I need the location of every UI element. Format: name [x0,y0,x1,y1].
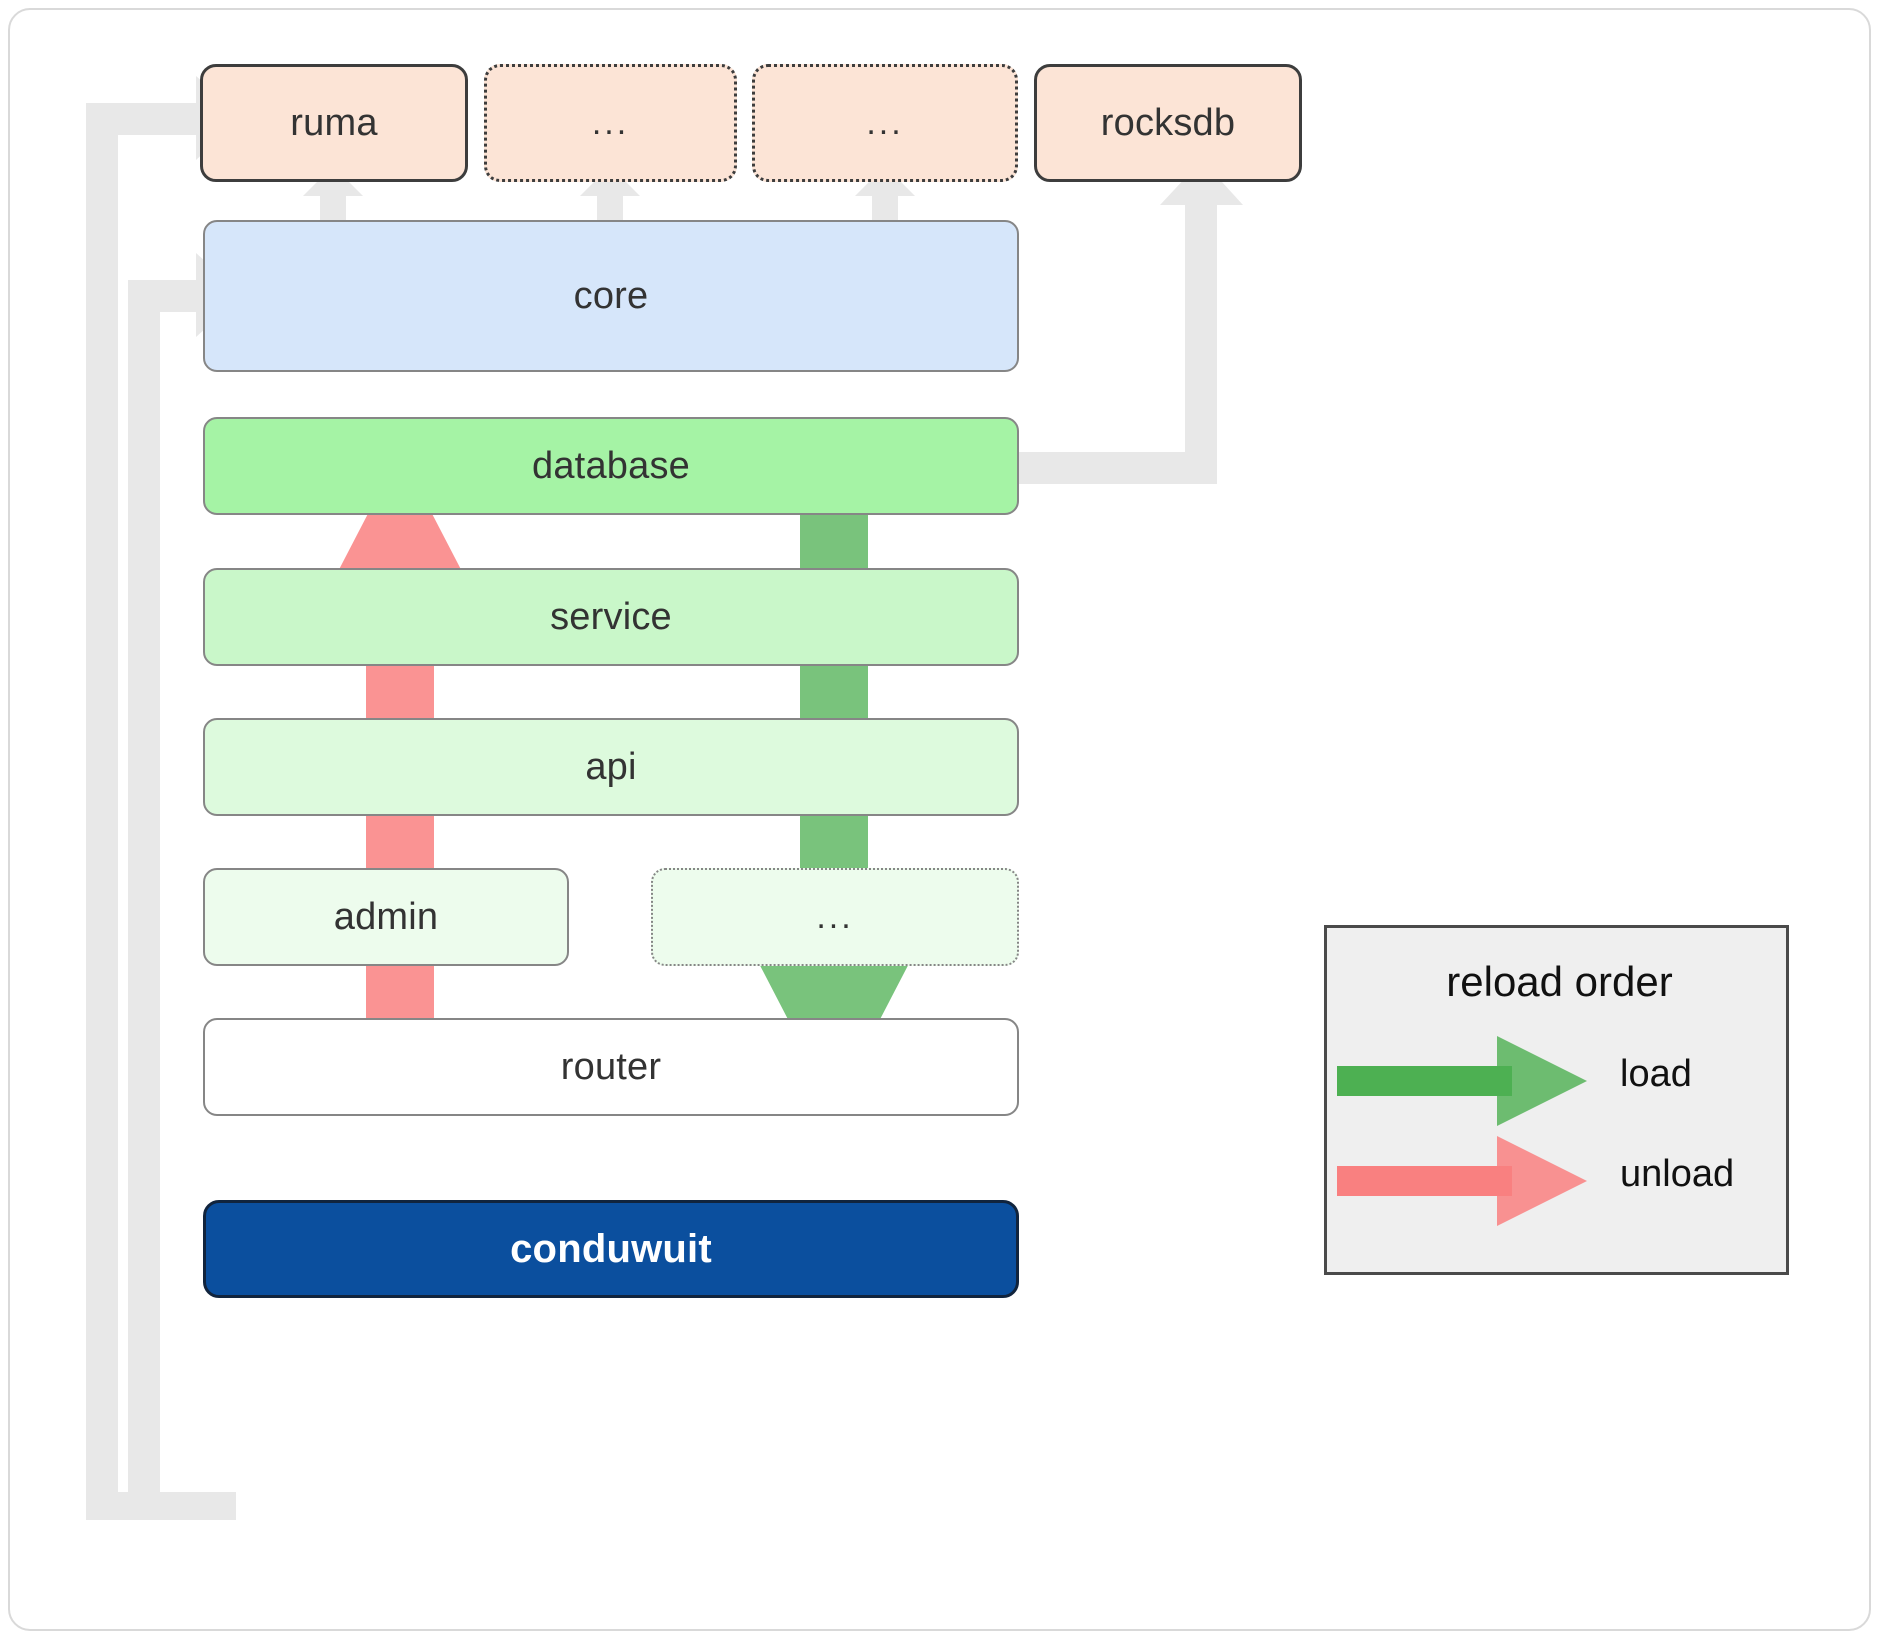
layer-box-placeholder[interactable]: ... [651,868,1019,966]
layer-label: database [532,444,690,487]
crate-label: ... [591,103,630,142]
legend-load-arrow-icon [1337,1036,1587,1126]
layer-label: service [550,595,672,638]
layer-label: router [560,1045,662,1088]
layer-box-admin[interactable]: admin [203,868,569,966]
layer-box-api[interactable]: api [203,718,1019,816]
layer-box-service[interactable]: service [203,568,1019,666]
crate-label: rocksdb [1100,101,1236,144]
legend-panel: reload order load unload [1324,925,1789,1275]
app-box-conduwuit[interactable]: conduwuit [203,1200,1019,1298]
legend-label-unload: unload [1620,1153,1735,1195]
crate-box-placeholder-1[interactable]: ... [484,64,737,182]
layer-label: core [573,274,649,317]
layer-box-core[interactable]: core [203,220,1019,372]
crate-box-placeholder-2[interactable]: ... [752,64,1018,182]
crate-label: ruma [290,101,378,144]
legend-title: reload order [1446,958,1673,1005]
layer-label: api [585,745,637,788]
legend-label-load: load [1620,1053,1692,1095]
legend-unload-arrow-icon [1337,1136,1587,1226]
layer-label: admin [333,895,439,938]
crate-box-rocksdb[interactable]: rocksdb [1034,64,1302,182]
layer-box-database[interactable]: database [203,417,1019,515]
app-label: conduwuit [510,1226,712,1271]
layer-label: ... [816,897,854,936]
crate-box-ruma[interactable]: ruma [200,64,468,182]
crate-label: ... [866,103,904,142]
layer-box-router[interactable]: router [203,1018,1019,1116]
